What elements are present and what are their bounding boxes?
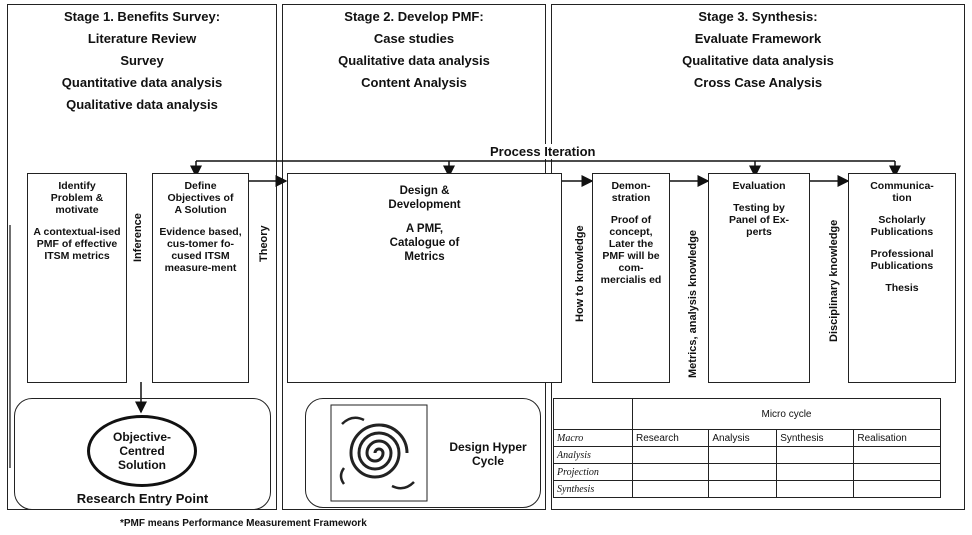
design-hyper-cycle-label: Design Hyper Cycle xyxy=(449,440,527,468)
demonstration-box: Demon-stration Proof of concept, Later t… xyxy=(592,173,670,383)
stage1-line: Survey xyxy=(120,53,164,68)
stage1-line: Quantitative data analysis xyxy=(61,75,223,90)
communication-line: Professional Publications xyxy=(870,248,934,272)
stage1-line: Literature Review xyxy=(87,31,197,46)
define-objectives-box: Define Objectives of A Solution Evidence… xyxy=(152,173,249,383)
stage3-line: Cross Case Analysis xyxy=(693,75,823,90)
communication-line: Scholarly Publications xyxy=(870,214,934,238)
macro-corner-label: Macro xyxy=(553,429,633,447)
micro-cycle-header: Micro cycle xyxy=(632,398,941,430)
evaluation-box: Evaluation Testing by Panel of Ex-perts xyxy=(708,173,810,383)
evaluation-title: Evaluation xyxy=(732,180,786,192)
micro-table-corner-blank xyxy=(553,398,633,430)
stage3-line: Qualitative data analysis xyxy=(682,53,834,68)
identify-problem-title: Identify Problem & motivate xyxy=(50,180,104,216)
communication-line: Thesis xyxy=(885,282,919,294)
communication-box: Communica-tion Scholarly Publications Pr… xyxy=(848,173,956,383)
stage3-heading: Stage 3. Synthesis: Evaluate Framework Q… xyxy=(551,6,965,94)
how-to-knowledge-label: How to knowledge xyxy=(574,225,586,322)
table-row: Synthesis xyxy=(553,480,941,498)
stage1-line: Qualitative data analysis xyxy=(66,97,218,112)
design-development-body: A PMF, Catalogue of Metrics xyxy=(389,223,460,263)
stage1-title: Stage 1. Benefits Survey: xyxy=(63,9,221,24)
stage2-line: Content Analysis xyxy=(361,75,467,90)
stage2-title: Stage 2. Develop PMF: xyxy=(344,9,484,24)
inference-label: Inference xyxy=(132,213,144,262)
column-header: Realisation xyxy=(853,429,941,447)
process-iteration-label: Process Iteration xyxy=(488,144,598,159)
table-row: Projection xyxy=(553,463,941,481)
stage3-line: Evaluate Framework xyxy=(694,31,822,46)
column-header: Synthesis xyxy=(776,429,855,447)
stage2-heading: Stage 2. Develop PMF: Case studies Quali… xyxy=(282,6,546,94)
stage3-title: Stage 3. Synthesis: xyxy=(698,9,818,24)
identify-problem-box: Identify Problem & motivate A contextual… xyxy=(27,173,127,383)
row-label: Projection xyxy=(553,463,633,481)
research-entry-label: Research Entry Point xyxy=(76,491,209,506)
stage1-heading: Stage 1. Benefits Survey: Literature Rev… xyxy=(7,6,277,116)
row-label: Synthesis xyxy=(553,480,633,498)
spiral-icon xyxy=(330,404,428,502)
evaluation-body: Testing by Panel of Ex-perts xyxy=(728,202,790,238)
demonstration-body: Proof of concept, Later the PMF will be … xyxy=(600,214,662,286)
metrics-knowledge-label: Metrics, analysis knowledge xyxy=(687,230,699,378)
stage2-line: Case studies xyxy=(373,31,455,46)
table-row: Analysis xyxy=(553,446,941,464)
row-label: Analysis xyxy=(553,446,633,464)
communication-title: Communica-tion xyxy=(870,180,934,204)
column-header: Analysis xyxy=(708,429,778,447)
footnote: *PMF means Performance Measurement Frame… xyxy=(120,518,367,529)
micro-cycle-table: Micro cycle Macro Research Analysis Synt… xyxy=(553,398,941,498)
theory-label: Theory xyxy=(258,225,270,262)
define-objectives-body: Evidence based, cus-tomer fo-cused ITSM … xyxy=(159,226,242,274)
design-development-box: Design & Development A PMF, Catalogue of… xyxy=(287,173,562,383)
identify-problem-body: A contextual-ised PMF of effective ITSM … xyxy=(33,226,121,262)
stage2-line: Qualitative data analysis xyxy=(338,53,490,68)
demonstration-title: Demon-stration xyxy=(611,180,651,204)
column-header: Research xyxy=(631,429,710,447)
define-objectives-title: Define Objectives of A Solution xyxy=(167,180,234,216)
objective-centred-ellipse: Objective-Centred Solution xyxy=(87,415,197,487)
objective-centred-label: Objective-Centred Solution xyxy=(112,430,172,472)
research-entry-panel xyxy=(14,398,271,510)
design-development-title: Design & Development xyxy=(388,185,461,211)
design-hyper-cycle-panel xyxy=(305,398,541,508)
disciplinary-knowledge-label: Disciplinary knowledge xyxy=(828,219,840,342)
